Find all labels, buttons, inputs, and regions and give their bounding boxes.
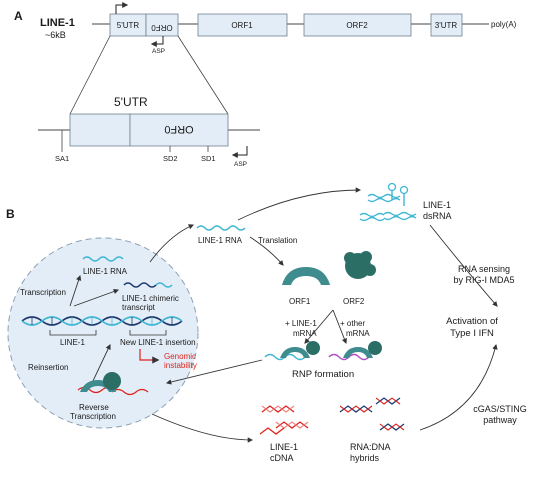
line1-rna-outer-label: LINE-1 RNA — [198, 236, 243, 245]
cdna-arrow — [151, 413, 254, 443]
plus-other-label-1: + other — [340, 319, 365, 328]
orf2-shape-cell — [103, 372, 121, 390]
panel-a-label: A — [14, 9, 23, 23]
line1-mrna-arrow — [304, 309, 334, 344]
sd1-label: SD1 — [201, 154, 216, 163]
utr5-label: 5'UTR — [117, 21, 140, 30]
asp-label-zoom: ASP — [234, 161, 247, 168]
zoom-orf0-box — [129, 113, 229, 147]
reinsertion-label: Reinsertion — [28, 363, 68, 372]
zoom-utr5-box — [69, 113, 131, 147]
dsrna-label-1: LINE-1 — [423, 200, 451, 210]
genomic-instability-label-2: instability — [164, 361, 197, 370]
zoom-orf0-label: ORF0 — [164, 123, 193, 135]
dsrna-cluster — [359, 182, 417, 222]
plus-line1-label-1: + LINE-1 — [285, 319, 317, 328]
chimeric-squiggle-cyan — [155, 282, 173, 288]
chimeric-squiggle-navy — [123, 282, 157, 288]
utr3-label: 3'UTR — [435, 21, 458, 30]
utr3-box — [430, 13, 463, 37]
dsrna-label-2: dsRNA — [423, 211, 452, 221]
rnp-complex-line1 — [264, 341, 320, 361]
sa1-label: SA1 — [55, 154, 69, 163]
reverse-transcription-label-1: Reverse — [79, 403, 109, 412]
orf0-label: ORF0 — [151, 23, 173, 32]
orf2-label: ORF2 — [346, 21, 368, 30]
orf1-box — [197, 13, 288, 37]
plus-other-label-2: mRNA — [346, 329, 370, 338]
asp-arrow-zoom — [231, 146, 248, 158]
rna-sensing-label-1: RNA sensing — [458, 264, 510, 274]
translation-arrow — [249, 236, 284, 266]
reinsertion-arrow — [91, 344, 111, 384]
rnp-to-nucleus-arrow — [165, 359, 263, 385]
asp-arrow-top — [150, 36, 164, 47]
sense-promoter-arrow — [115, 2, 129, 14]
genomic-instability-label-1: Genomic — [164, 352, 196, 361]
cgas-sting-label-1: cGAS/STING — [473, 404, 527, 414]
orf1-label: ORF1 — [231, 21, 253, 30]
zoom-line-left — [69, 35, 111, 115]
zoom-line-right — [177, 35, 229, 115]
other-mrna-arrow — [332, 309, 347, 345]
genomic-instability-arrow — [139, 349, 160, 364]
rna-sensing-label-2: by RIG-I MDA5 — [453, 275, 514, 285]
cdna-strands — [259, 405, 309, 435]
chimeric-arrow — [73, 288, 120, 307]
new-insertion-label: New LINE-1 insertion — [120, 338, 196, 347]
orf1-label: ORF1 — [289, 297, 311, 306]
export-arrow — [149, 224, 194, 263]
polya-label: poly(A) — [491, 20, 517, 29]
chimeric-label-2: transcript — [122, 303, 156, 312]
reverse-transcription-label-2: Transcription — [70, 412, 116, 421]
chimeric-label-1: LINE-1 chimeric — [122, 294, 179, 303]
transcription-label: Transcription — [20, 288, 66, 297]
orf2-protein-shape — [344, 251, 376, 279]
line1-rna-inner-label: LINE-1 RNA — [83, 267, 128, 276]
activation-label-2: Type I IFN — [450, 328, 494, 339]
orf2-label: ORF2 — [343, 297, 365, 306]
rt-complex — [77, 372, 149, 396]
rna-dna-hybrids — [339, 397, 405, 431]
nucleus-circle — [7, 237, 199, 429]
asp-label-top: ASP — [152, 48, 165, 55]
hybrids-label-1: RNA:DNA — [350, 442, 391, 452]
line1-element-size: ~6kB — [45, 30, 66, 40]
rnp-complex-other — [328, 341, 382, 361]
sd2-label: SD2 — [163, 154, 178, 163]
line1-rna-squiggle-inner — [82, 256, 124, 262]
line1-rna-squiggle-outer — [196, 225, 246, 231]
orf2-box — [303, 13, 412, 37]
activation-label-1: Activation of — [446, 316, 498, 327]
cgas-arrow — [419, 343, 498, 431]
line1-locus-label: LINE-1 — [60, 338, 85, 347]
panel-b-label: B — [6, 207, 15, 221]
translation-label: Translation — [258, 236, 297, 245]
hybrids-label-2: hybrids — [350, 453, 380, 463]
new-insertion-bracket — [129, 330, 167, 336]
dsrna-arrow — [237, 187, 362, 221]
line1-bracket — [49, 330, 97, 336]
transcription-arrow — [69, 274, 82, 307]
orf1-protein-shape — [282, 267, 330, 285]
cdna-label-2: cDNA — [270, 453, 294, 463]
rnp-formation-label: RNP formation — [292, 369, 354, 380]
cgas-sting-label-2: pathway — [483, 415, 517, 425]
zoom-title: 5'UTR — [114, 95, 148, 109]
orf0-box — [145, 13, 179, 37]
genomic-dna-helix — [21, 316, 183, 326]
cdna-label-1: LINE-1 — [270, 442, 298, 452]
line1-element-name: LINE-1 — [40, 17, 75, 29]
sensing-arrow — [429, 224, 498, 307]
plus-line1-label-2: mRNA — [293, 329, 317, 338]
line1-gene-boxes — [109, 13, 463, 37]
